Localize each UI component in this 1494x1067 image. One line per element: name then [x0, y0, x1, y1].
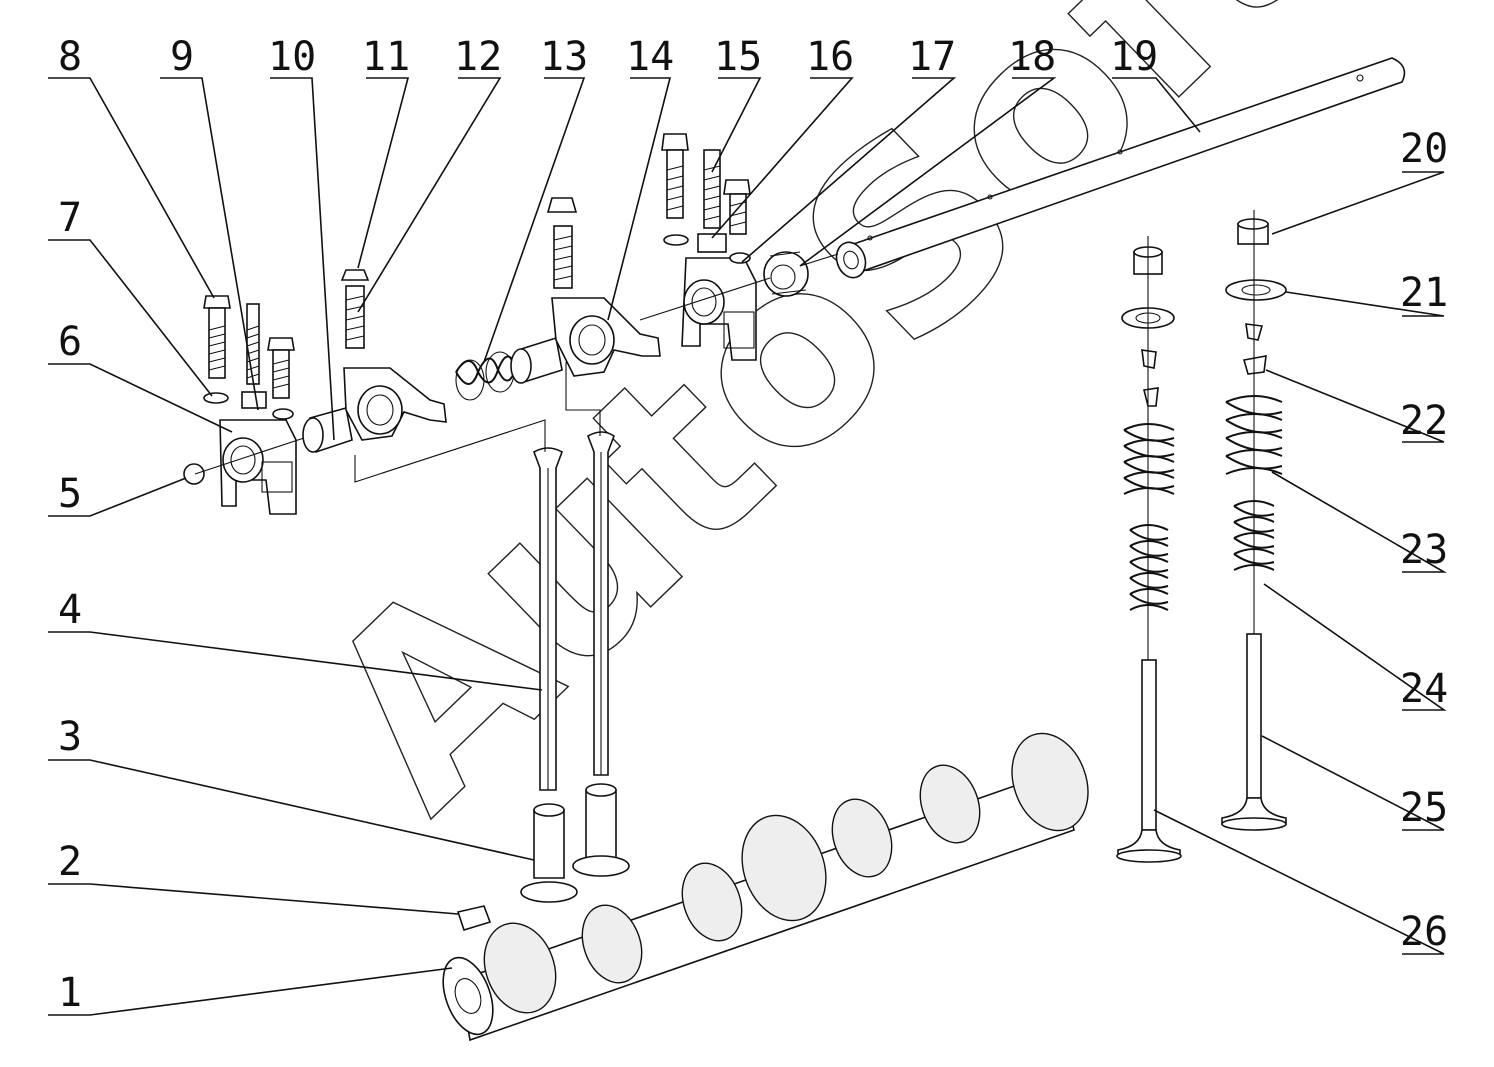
push-rod-left	[533, 447, 563, 791]
callout-5: 5	[58, 471, 82, 517]
rocker-shaft	[835, 57, 1406, 279]
callout-9: 9	[170, 34, 194, 80]
adjusting-screw-left	[340, 269, 370, 349]
callout-18: 18	[1008, 34, 1056, 80]
rocker-arm-right	[551, 297, 661, 377]
callout-24: 24	[1400, 666, 1448, 712]
callout-22: 22	[1400, 398, 1448, 444]
shaft-end-plug	[763, 251, 809, 297]
rocker-support-left	[183, 419, 297, 515]
bolt-9	[267, 337, 295, 420]
rocker-bushing-left	[302, 406, 353, 454]
callout-20: 20	[1400, 126, 1448, 172]
callout-17: 17	[908, 34, 956, 80]
callout-2: 2	[58, 839, 82, 885]
callout-14: 14	[626, 34, 674, 80]
callout-numbers: 1 2 3 4 5 6 7 8 9 10 11 12 13 14 15 16 1…	[58, 34, 1448, 1016]
bolt-left-upper	[661, 133, 689, 246]
callout-8: 8	[58, 34, 82, 80]
rocker-spring	[455, 351, 517, 401]
bolt-16	[723, 179, 751, 264]
tappet-right	[572, 783, 630, 877]
callout-4: 4	[58, 587, 82, 633]
rocker-arm-left	[343, 367, 447, 441]
callout-10: 10	[268, 34, 316, 80]
callout-19: 19	[1110, 34, 1158, 80]
stud-bolt	[241, 303, 267, 409]
callout-21: 21	[1400, 270, 1448, 316]
valve-assembly-left	[1116, 246, 1182, 863]
callout-11: 11	[362, 34, 410, 80]
callout-26: 26	[1400, 909, 1448, 955]
callout-7: 7	[58, 195, 82, 241]
callout-13: 13	[540, 34, 588, 80]
tappet-left	[520, 803, 578, 903]
assembly-lines	[194, 210, 1255, 660]
valve-assembly-right	[1221, 218, 1287, 831]
bolt-8	[203, 295, 231, 404]
callout-23: 23	[1400, 527, 1448, 573]
callout-1: 1	[58, 970, 82, 1016]
callout-3: 3	[58, 714, 82, 760]
stud-bolt-15	[697, 149, 727, 253]
key	[456, 905, 492, 931]
camshaft	[442, 732, 1089, 1042]
callout-16: 16	[806, 34, 854, 80]
rocker-bushing-right	[510, 336, 563, 384]
callout-15: 15	[714, 34, 762, 80]
callout-25: 25	[1400, 785, 1448, 831]
adjusting-screw-right	[546, 197, 578, 289]
leader-lines	[48, 77, 1447, 1016]
callout-6: 6	[58, 319, 82, 365]
push-rod-right	[587, 431, 615, 776]
callout-12: 12	[454, 34, 502, 80]
rocker-support-right	[681, 257, 757, 361]
